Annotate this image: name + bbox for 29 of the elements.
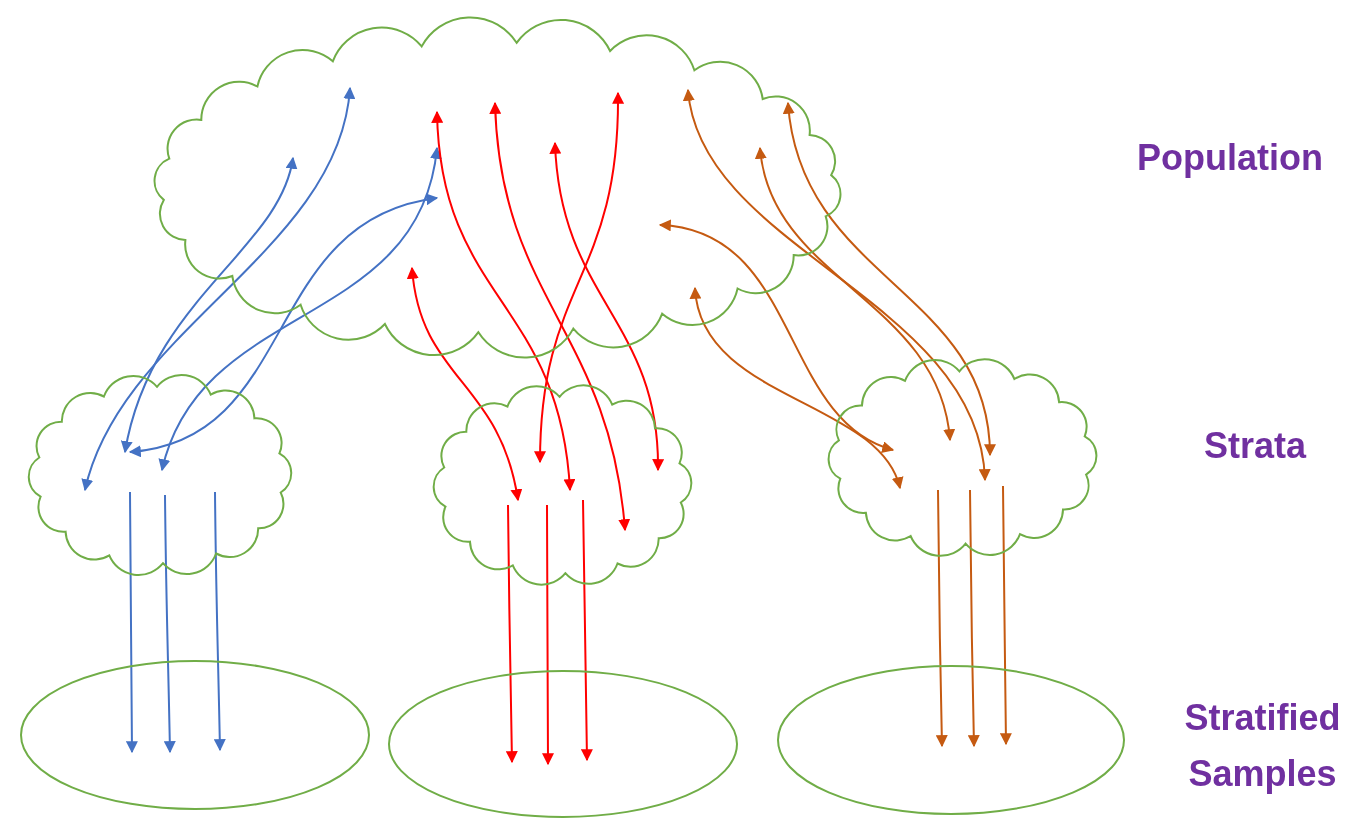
arrow bbox=[967, 489, 980, 748]
level-label: Population bbox=[1136, 136, 1324, 180]
arrow bbox=[82, 86, 355, 492]
arrow bbox=[163, 494, 176, 754]
arrow bbox=[684, 88, 990, 482]
arrow bbox=[658, 220, 895, 452]
arrow bbox=[213, 491, 226, 752]
arrow bbox=[121, 156, 297, 454]
arrow bbox=[549, 141, 664, 472]
arrow bbox=[407, 266, 522, 502]
ellipse-shape bbox=[388, 670, 738, 818]
level-label: Strata bbox=[1202, 424, 1308, 468]
arrow bbox=[159, 146, 441, 472]
arrow bbox=[756, 146, 955, 442]
ellipse-shape bbox=[777, 665, 1125, 815]
arrow bbox=[542, 504, 554, 766]
arrow bbox=[783, 101, 995, 457]
arrow bbox=[431, 110, 575, 492]
ellipse-shape bbox=[20, 660, 370, 810]
arrow bbox=[534, 91, 624, 464]
arrow bbox=[691, 286, 902, 490]
arrow bbox=[999, 485, 1012, 746]
level-label: Stratified Samples bbox=[1183, 696, 1342, 796]
arrow bbox=[125, 491, 138, 754]
arrow bbox=[935, 489, 948, 748]
arrow bbox=[128, 194, 439, 456]
arrow bbox=[489, 101, 630, 532]
arrow bbox=[505, 504, 518, 764]
arrow bbox=[580, 499, 593, 762]
